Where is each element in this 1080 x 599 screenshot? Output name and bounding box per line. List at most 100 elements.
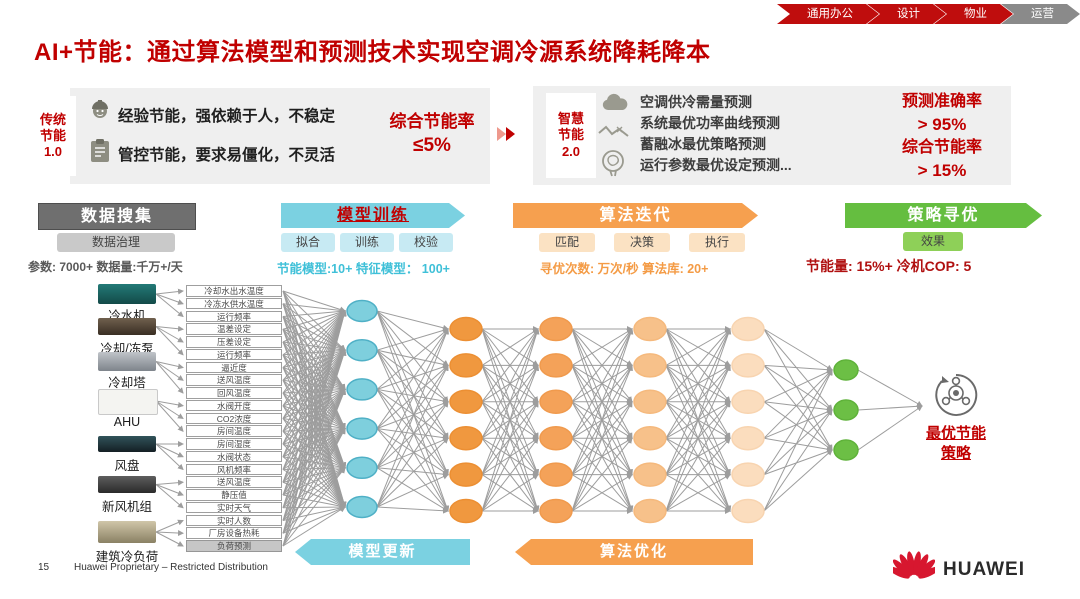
input-param: 送风温度: [186, 374, 282, 386]
optimal-strategy-icon: [933, 372, 979, 423]
substep-训练: 训练: [340, 233, 394, 252]
optimal-strategy-label: 最优节能 策略: [906, 424, 1006, 464]
network-node-algo-layer-2: [539, 462, 573, 487]
traditional-metric: 综合节能率 ≤5%: [372, 110, 492, 158]
network-node-algo-layer-2: [539, 498, 573, 524]
input-param: 压差设定: [186, 336, 282, 348]
metric-line: 综合节能率: [901, 139, 982, 156]
breadcrumb-item-3: 物业: [934, 4, 1013, 24]
substep-校验: 校验: [399, 233, 453, 252]
metric-line: 综合节能率: [389, 112, 475, 131]
metric-line: > 95%: [917, 115, 967, 134]
network-node-model-layer: [346, 495, 378, 519]
device-label: 风盘: [114, 459, 140, 473]
stat-optimize: 节能量: 15%+ 冷机COP: 5: [806, 258, 972, 274]
network-node-algo-layer-1: [449, 389, 483, 415]
device-label: 新风机组: [101, 500, 152, 514]
network-node-model-layer: [346, 378, 378, 401]
input-param: 房间湿度: [186, 438, 282, 450]
smart-tab-line: 智慧: [557, 111, 584, 127]
network-node-algo-layer-1: [449, 316, 483, 342]
smart-item-3: 蓄融冰最优策略预测: [640, 136, 766, 152]
optimal-strategy-line: 最优节能: [925, 425, 986, 442]
network-node-algo-layer-3: [633, 353, 667, 378]
network-node-algo-layer-4: [731, 462, 765, 487]
smart-tab-line: 2.0: [561, 143, 581, 159]
stat-iterate: 寻优次数: 万次/秒 算法库: 20+: [540, 262, 709, 276]
stat-train: 节能模型:10+ 特征模型： 100+: [277, 262, 450, 276]
metric-line: ≤5%: [413, 135, 451, 156]
traditional-panel: [70, 88, 490, 184]
traditional-tab-line: 传统: [39, 111, 66, 127]
brain-icon: [600, 148, 626, 183]
smart-tab: 智慧 节能 2.0: [546, 93, 596, 178]
worker-icon: [88, 98, 112, 129]
traditional-tab: 传统 节能 1.0: [30, 96, 76, 176]
device-label: AHU: [113, 415, 141, 429]
footer-notice: Huawei Proprietary – Restricted Distribu…: [74, 562, 268, 573]
optimal-strategy-line: 策略: [940, 445, 971, 462]
breadcrumb-item-4: 运营: [1001, 4, 1080, 24]
stat-collect: 参数: 7000+ 数据量:千万+/天: [28, 260, 183, 274]
input-param: 冷却水出水温度: [186, 285, 282, 297]
traditional-item-1: 经验节能，强依赖于人，不稳定: [118, 108, 336, 125]
model-update-arrow: 模型更新: [295, 539, 470, 565]
network-node-algo-layer-3: [633, 425, 667, 451]
network-node-model-layer: [346, 417, 378, 440]
network-node-algo-layer-3: [633, 462, 667, 487]
network-node-algo-layer-3: [633, 389, 667, 415]
stage-iterate-subrow: 匹配决策执行: [539, 233, 745, 252]
traditional-tab-line: 1.0: [43, 144, 63, 160]
input-param: 风机频率: [186, 463, 282, 476]
smart-tab-line: 节能: [557, 127, 584, 143]
smart-item-1: 空调供冷需量预测: [640, 94, 752, 110]
network-node-algo-layer-4: [731, 389, 765, 415]
network-node-algo-layer-2: [539, 316, 573, 342]
network-node-algo-layer-1: [449, 353, 483, 378]
huawei-logo-icon: [887, 549, 941, 590]
input-param: 水阀开度: [186, 399, 282, 412]
device-image-冷水机: [98, 284, 156, 304]
network-node-algo-layer-3: [633, 316, 667, 342]
stage-train-banner: 模型训练: [281, 203, 465, 228]
breadcrumb-item-1: 通用办公: [777, 4, 879, 24]
network-node-algo-layer-3: [633, 498, 667, 524]
breadcrumb-item-2: 设计: [867, 4, 946, 24]
input-param: 逼近度: [186, 361, 282, 374]
substep-决策: 决策: [614, 233, 670, 252]
network-node-algo-layer-2: [539, 389, 573, 415]
input-param: CO2浓度: [186, 412, 282, 425]
network-node-algo-layer-4: [731, 316, 765, 342]
input-param: 实时人数: [186, 514, 282, 527]
substep-匹配: 匹配: [539, 233, 595, 252]
breadcrumb: 通用办公设计物业运营: [789, 4, 1080, 24]
input-param: 负荷预测: [186, 540, 282, 552]
input-param: 房间温度: [186, 425, 282, 437]
input-param: 温差设定: [186, 323, 282, 335]
stage-collect-subrow: 数据治理: [57, 233, 175, 252]
metric-line: 预测准确率: [901, 93, 982, 110]
stage-iterate-banner: 算法迭代: [513, 203, 758, 228]
network-node-algo-layer-4: [731, 425, 765, 451]
input-param: 运行频率: [186, 348, 282, 361]
device-label: 冷却塔: [108, 376, 146, 390]
device-label: 建筑冷负荷: [95, 550, 159, 564]
substep-效果: 效果: [903, 232, 963, 251]
arrow-right-icon: [496, 125, 522, 148]
cloud-icon: [601, 93, 629, 118]
device-image-冷却塔: [98, 352, 156, 371]
traditional-tab-line: 节能: [39, 127, 66, 143]
network-node-algo-layer-2: [539, 425, 573, 451]
network-node-algo-layer-2: [539, 353, 573, 378]
substep-拟合: 拟合: [281, 233, 335, 252]
network-node-strategy-layer: [833, 399, 859, 421]
trend-icon: [597, 121, 631, 148]
brand-name: HUAWEI: [943, 558, 1025, 580]
page-number: 15: [38, 562, 50, 573]
device-image-AHU: [98, 389, 158, 415]
network-node-strategy-layer: [833, 439, 859, 461]
network-node-algo-layer-4: [731, 353, 765, 378]
smart-item-4: 运行参数最优设定预测...: [640, 157, 792, 173]
substep-数据治理: 数据治理: [57, 233, 175, 252]
